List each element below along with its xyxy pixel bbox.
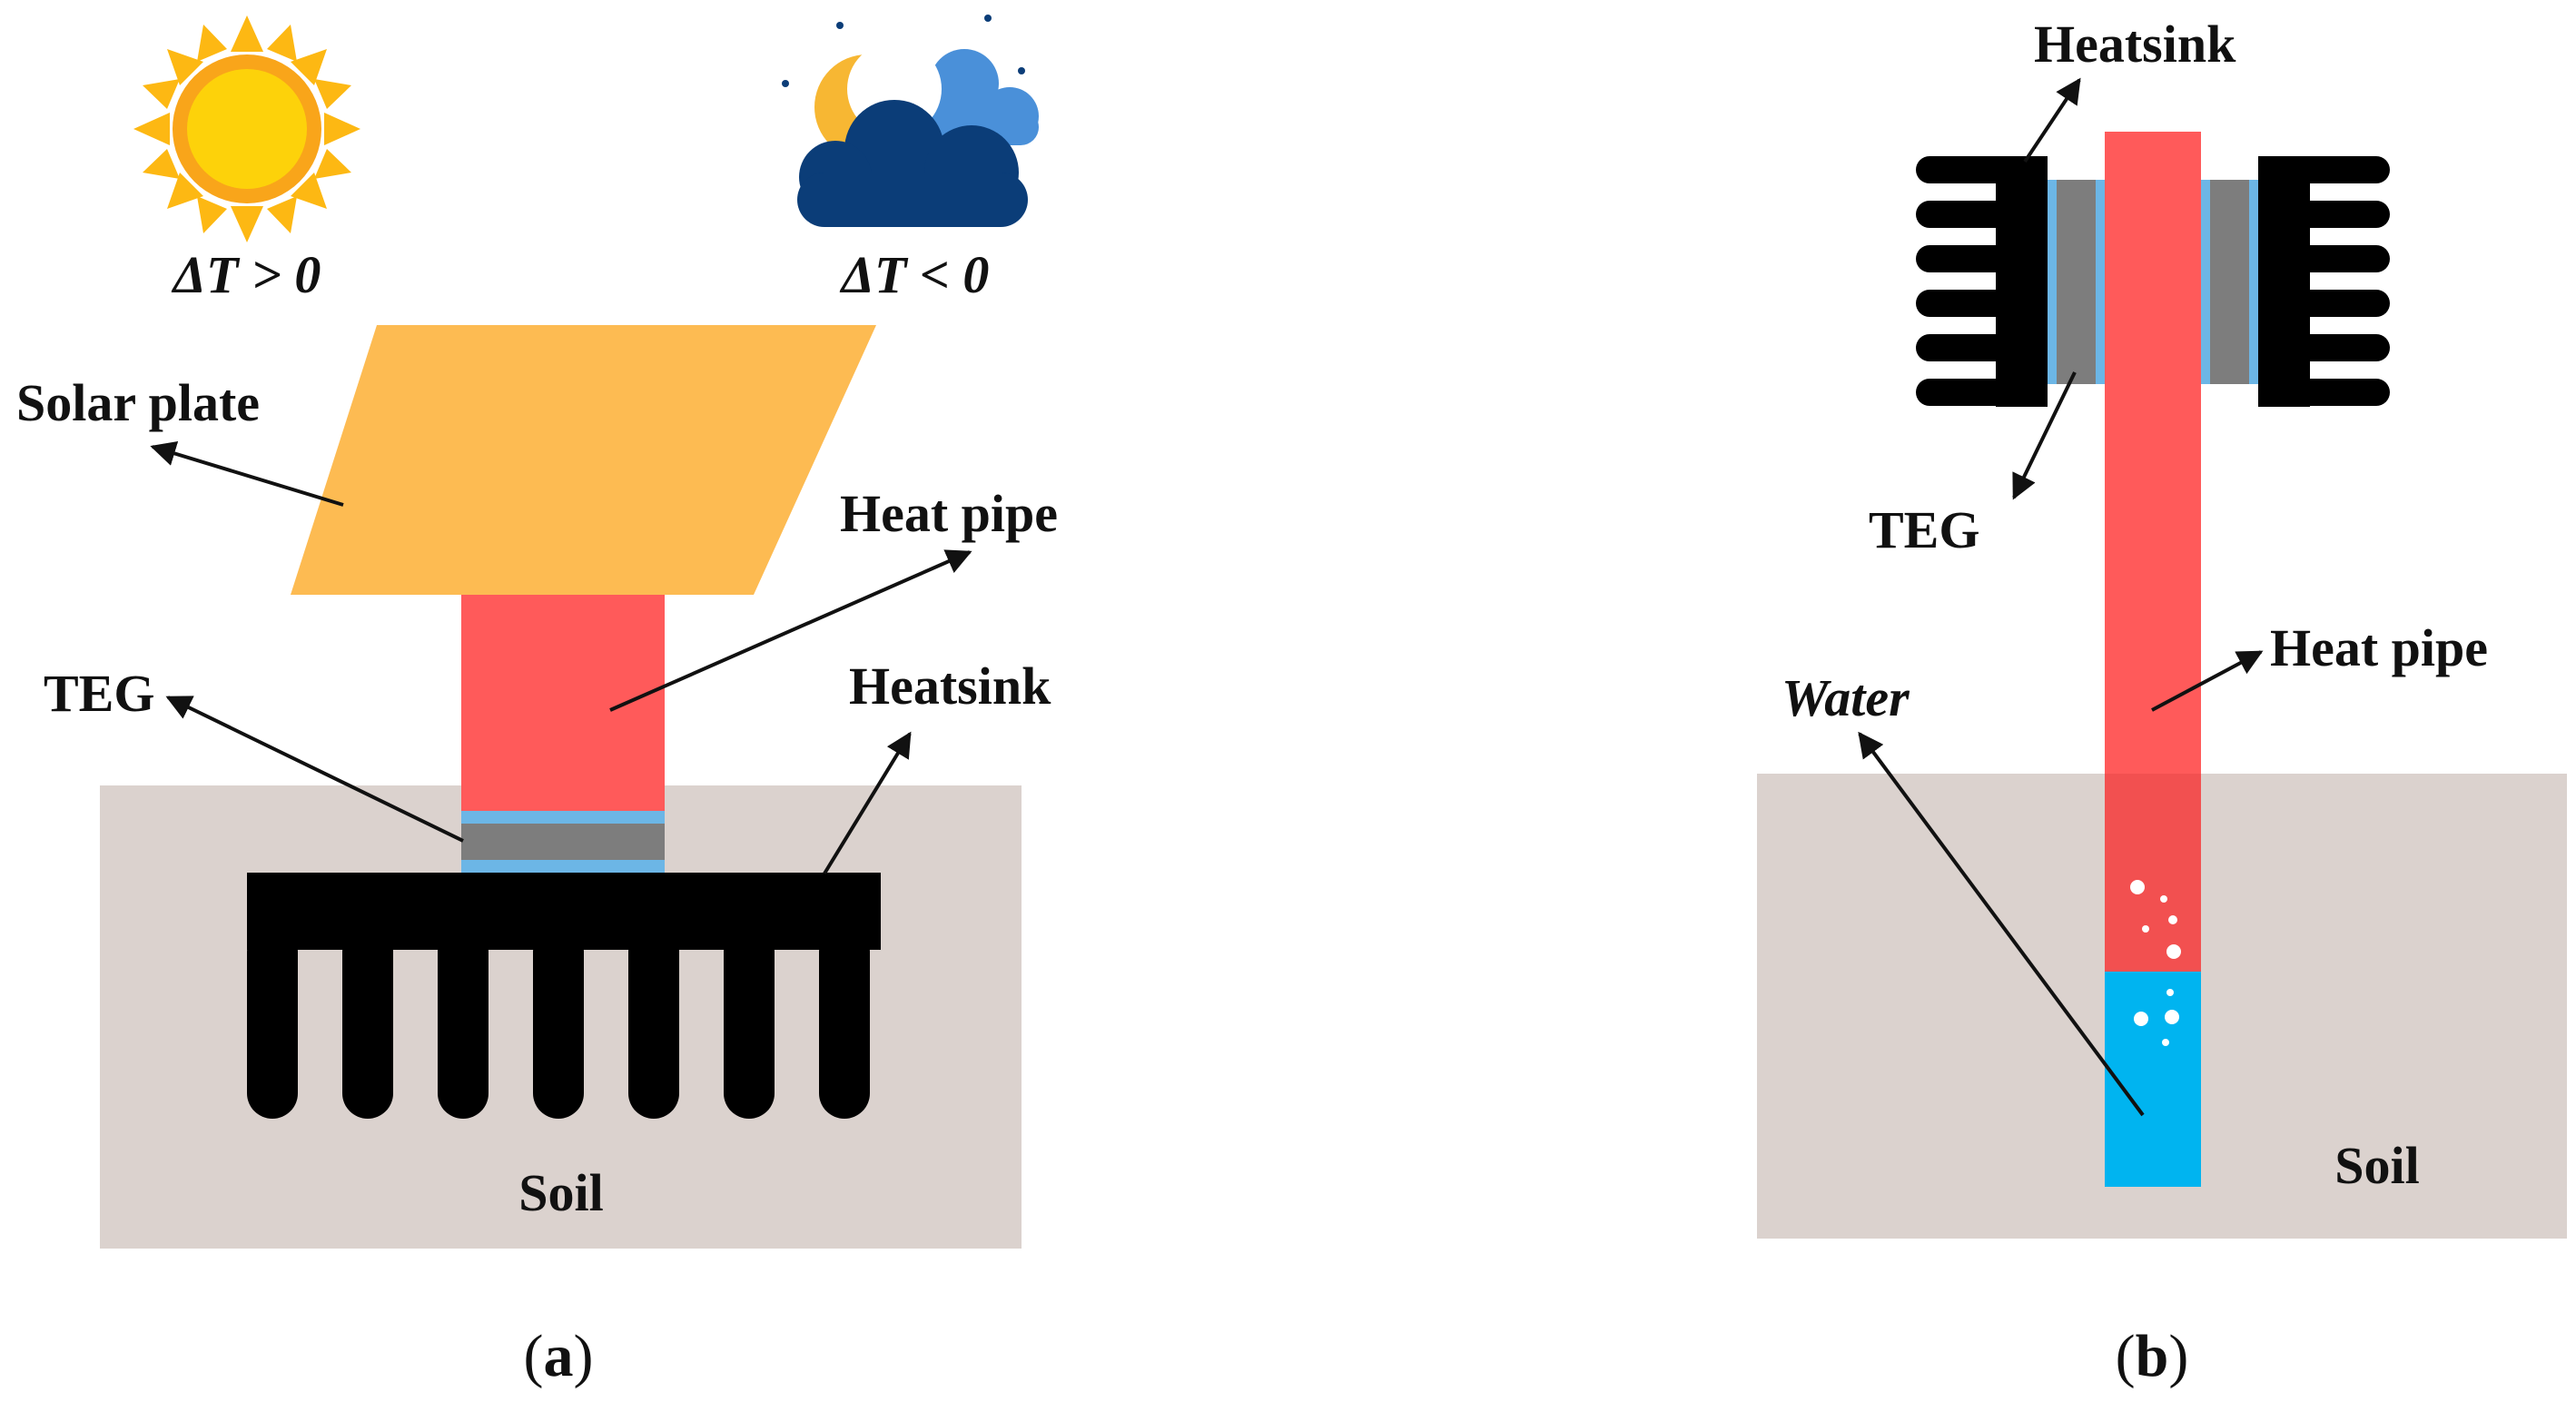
teg-label-a: TEG — [44, 664, 155, 723]
heatsink-arrow-a — [823, 731, 912, 875]
night-condition-label: ΔT < 0 — [840, 245, 990, 304]
soil-label-b: Soil — [2334, 1136, 2420, 1195]
heatsink-b-left — [1916, 156, 2048, 407]
heatsink-label-b: Heatsink — [2034, 15, 2236, 74]
solar-plate — [291, 325, 876, 595]
heat-pipe-label-b: Heat pipe — [2270, 618, 2488, 677]
heat-pipe-label-a: Heat pipe — [840, 484, 1058, 543]
solar-plate-arrow — [150, 440, 344, 507]
heatsink-arrow-b — [2023, 77, 2081, 163]
water-arrow — [1858, 731, 2145, 1117]
water-column — [2105, 972, 2201, 1187]
panel-a: ΔT > 0 ΔT < 0 So — [16, 15, 1058, 1389]
solar-plate-label: Solar plate — [16, 373, 260, 432]
teg-arrow-a — [165, 696, 464, 843]
sun-icon — [133, 15, 360, 242]
teg-label-b: TEG — [1869, 500, 1980, 559]
sun-condition-label: ΔT > 0 — [172, 245, 321, 304]
panel-b-label: (b) — [2116, 1323, 2189, 1389]
teg-b-right — [2201, 180, 2258, 384]
heatsink-label-a: Heatsink — [849, 657, 1051, 716]
water-label: Water — [1781, 668, 1910, 727]
teg-arrow-b — [2012, 371, 2077, 500]
heatsink-b-right — [2258, 156, 2390, 407]
heat-pipe-arrow-b — [2151, 650, 2264, 712]
soil-label-a: Soil — [518, 1163, 604, 1222]
bubbles — [2130, 880, 2181, 1046]
heat-pipe-a — [461, 595, 665, 811]
heat-pipe-arrow-a — [609, 549, 972, 712]
teg-a — [461, 811, 665, 873]
heatsink-a — [247, 873, 881, 1119]
moon-cloud-icon — [782, 15, 1039, 227]
teg-b-left — [2048, 180, 2105, 384]
panel-b: Heatsink TEG Heat pipe Water Soil (b) — [1757, 15, 2567, 1389]
heat-pipe-b-underground — [2105, 774, 2201, 972]
panel-a-label: (a) — [524, 1323, 594, 1389]
